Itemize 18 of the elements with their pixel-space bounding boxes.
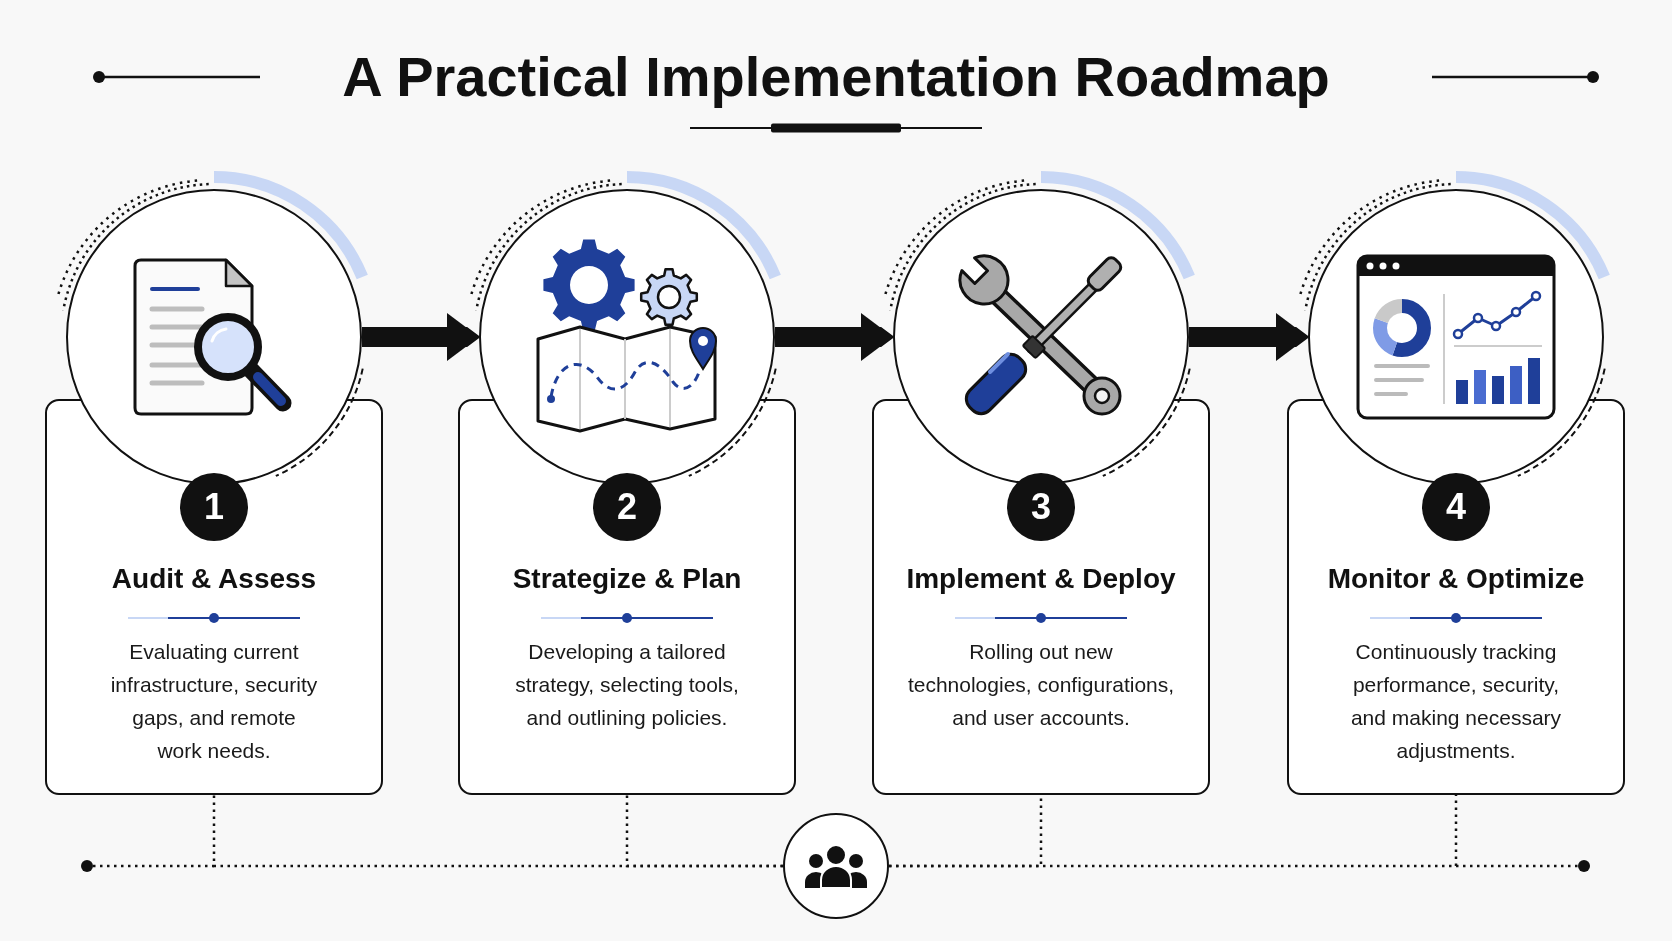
step-title: Strategize & Plan [512,562,742,596]
step-number: 4 [1422,473,1490,541]
dotted-connector [625,795,783,868]
step-description: Developing a tailored strategy, selecting tools, and outlining policies. [514,639,740,731]
title: A Practical Implementation Roadmap [342,45,1330,109]
step-number: 1 [180,473,248,541]
step-title: Audit & Assess [111,562,317,596]
step-description: Evaluating current infrastructure, security gaps, and remote work needs. [109,639,319,764]
step-description: Continuously tracking performance, security, and making necessary adjustments. [1349,639,1563,764]
block-arrow [362,313,479,361]
step-number: 2 [593,473,661,541]
block-arrow [775,313,893,361]
step-title: Monitor & Optimize [1327,562,1585,596]
step-title: Implement & Deploy [906,562,1176,596]
step-description: Rolling out new technologies, configurations, and user accounts. [906,639,1176,731]
step-number: 3 [1007,473,1075,541]
block-arrow [1189,313,1308,361]
dotted-connector [889,795,1458,868]
